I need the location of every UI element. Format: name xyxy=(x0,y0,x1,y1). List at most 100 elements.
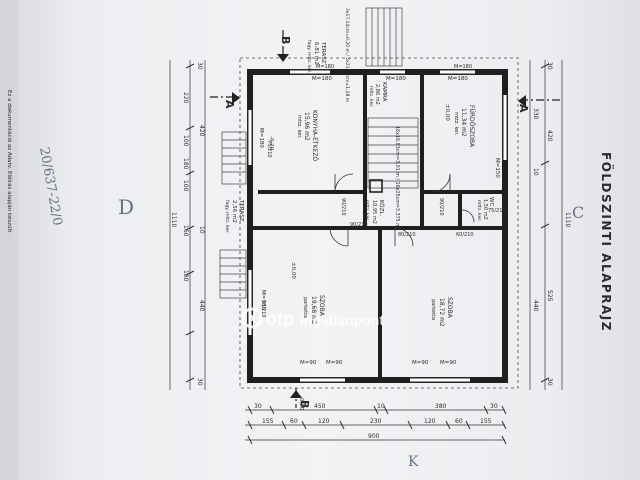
level-mark: -0,20 xyxy=(298,396,304,411)
door-size: 75/210 xyxy=(488,208,506,214)
watermark: otp ingatlanpont xyxy=(241,307,384,329)
window-tag: M=180 xyxy=(454,64,472,70)
door-size: 60/210 xyxy=(456,232,474,238)
section-letter: B xyxy=(298,400,311,408)
room-finish: fagy. mttz. ker. xyxy=(224,200,230,233)
section-letter: A xyxy=(223,100,236,109)
door-size: 90/210 xyxy=(350,222,368,228)
room-name: SZOBA xyxy=(446,297,453,319)
dim-label: 330 xyxy=(532,108,539,120)
room-area: 1,50 m2 xyxy=(482,199,488,220)
dim-label: 30 xyxy=(196,378,203,386)
dim-label: 180 xyxy=(182,158,189,170)
room-finish: parketta xyxy=(430,299,436,320)
dim-label: 440 xyxy=(198,300,205,312)
room-area: 10,95 m2 xyxy=(371,200,377,224)
window-tag: M=180 xyxy=(386,76,406,82)
dim-label: 420 xyxy=(198,125,205,137)
window-tags: M=180 M=180 M=180 M=180 M=150 M=90 M=90 … xyxy=(258,64,500,366)
door-size: 80/210 xyxy=(398,232,416,238)
dim-label: 10 xyxy=(532,168,539,176)
door-size: 75/210 xyxy=(266,140,272,158)
dimension-lines xyxy=(169,60,563,441)
dim-label: 10 xyxy=(377,403,385,410)
dim-label: 220 xyxy=(182,92,189,104)
room-terrace-left: TERASZ 2,56 m2 fagy. mttz. ker. xyxy=(224,199,244,233)
room-hall: KÖZL. 10,95 m2 mttz. ker. xyxy=(364,200,385,224)
paper-shadow xyxy=(0,0,18,480)
handwritten-number: 20/637-22/0 xyxy=(36,146,65,227)
dim-label: 60 xyxy=(455,418,463,425)
interior-walls xyxy=(250,72,505,380)
room-pantry: KAMRA 2,86 m2 mttz. ker. xyxy=(368,82,387,107)
window-tag: M=90 xyxy=(300,360,317,366)
section-labels: B A A B xyxy=(223,36,530,408)
door-labels: 90/210 90/210 90/210 80/210 60/210 75/21… xyxy=(260,140,506,318)
room-name: WC xyxy=(488,197,494,206)
right-dimensions: 1110 30 330 10 420 525 440 30 xyxy=(532,62,571,386)
room-wc: WC 1,50 m2 mttz. ker. xyxy=(476,197,494,221)
room-area: 15,96 m2 xyxy=(303,112,310,141)
window-tag: M=180 xyxy=(258,128,264,148)
section-arrows xyxy=(232,54,526,398)
dim-label: 420 xyxy=(546,130,553,142)
dim-label: 120 xyxy=(424,418,436,425)
window-tag: M=180 xyxy=(260,290,266,310)
room-area: 11,34 m2 xyxy=(460,108,467,137)
level-mark: -0,20 xyxy=(268,136,274,151)
handwritten-letter: D xyxy=(118,195,134,219)
dim-total: 1110 xyxy=(564,212,571,227)
stair-note: 16x16,81cm=3,01 m / 16x25cm=3,375 m xyxy=(394,126,400,228)
watermark-suffix: ingatlanpont xyxy=(300,312,384,328)
room-bedroom-right: SZOBA 18,72 m2 parketta xyxy=(430,297,453,327)
dim-label: 180 xyxy=(182,270,189,282)
otp-logo-dot xyxy=(249,315,255,321)
dim-label: 30 xyxy=(490,403,498,410)
room-area: 2,56 m2 xyxy=(231,200,237,223)
plot-boundary xyxy=(239,57,519,389)
margin-note: Ez a dokumentáció az Adatv. Előírás alap… xyxy=(6,90,13,233)
dim-label: 440 xyxy=(532,300,539,312)
stair-note-top: 3x17,14cm=0,20 m / 5x21,50cm=1,28 m xyxy=(344,8,350,102)
dim-total: 900 xyxy=(368,433,380,440)
door-size: 90/210 xyxy=(260,300,266,318)
dim-label: 525 xyxy=(546,290,553,302)
window-tag: M=90 xyxy=(412,360,429,366)
section-letter: A xyxy=(517,104,530,113)
room-finish: parketta xyxy=(302,297,308,318)
dim-label: 60 xyxy=(290,418,298,425)
dim-total: 1110 xyxy=(170,212,177,227)
watermark-brand: otp xyxy=(266,309,294,329)
bottom-dimensions: 30 450 10 380 30 155 60 120 230 120 60 1… xyxy=(254,403,498,440)
room-area: 19,68 m2 xyxy=(310,296,317,325)
handwritten-letter: K xyxy=(408,454,419,470)
room-name: KONYHA-ÉTKEZŐ xyxy=(311,110,319,161)
room-name: KAMRA xyxy=(381,82,387,102)
dimension-ticks xyxy=(185,63,550,445)
dim-label: 120 xyxy=(318,418,330,425)
handwritten-letter: C xyxy=(572,203,584,222)
door-size: 90/210 xyxy=(340,198,346,216)
dim-label: 450 xyxy=(314,403,326,410)
level-mark: ±0,00 xyxy=(444,104,450,121)
room-finish: fagy. mttz. ker. xyxy=(306,40,312,73)
left-dimensions: 1110 30 220 100 180 100 160 180 30 420 1… xyxy=(170,62,205,386)
stair-treads xyxy=(219,7,419,299)
window-glass xyxy=(247,69,508,383)
dim-label: 100 xyxy=(182,180,189,192)
window-tag: M=90 xyxy=(326,360,343,366)
room-finish: mttz. ker. xyxy=(453,112,459,136)
room-name: TERASZ xyxy=(320,41,326,64)
room-finish: mttz. ker. xyxy=(368,86,374,107)
dim-label: 30 xyxy=(546,62,553,70)
door-swings xyxy=(329,173,475,247)
room-finish: mttz. ker. xyxy=(476,200,482,221)
room-bedroom-left: SZOBA 19,68 m2 parketta xyxy=(302,295,325,325)
room-kitchen: KONYHA-ÉTKEZŐ 15,96 m2 mttz. ker. xyxy=(296,110,319,161)
dim-label: 160 xyxy=(182,225,189,237)
room-name: KÖZL. xyxy=(378,200,385,216)
room-area: 6,81 m2 xyxy=(313,42,319,65)
room-terrace-top: TERASZ 6,81 m2 fagy. mttz. ker. xyxy=(306,40,326,73)
dim-label: 230 xyxy=(370,418,382,425)
